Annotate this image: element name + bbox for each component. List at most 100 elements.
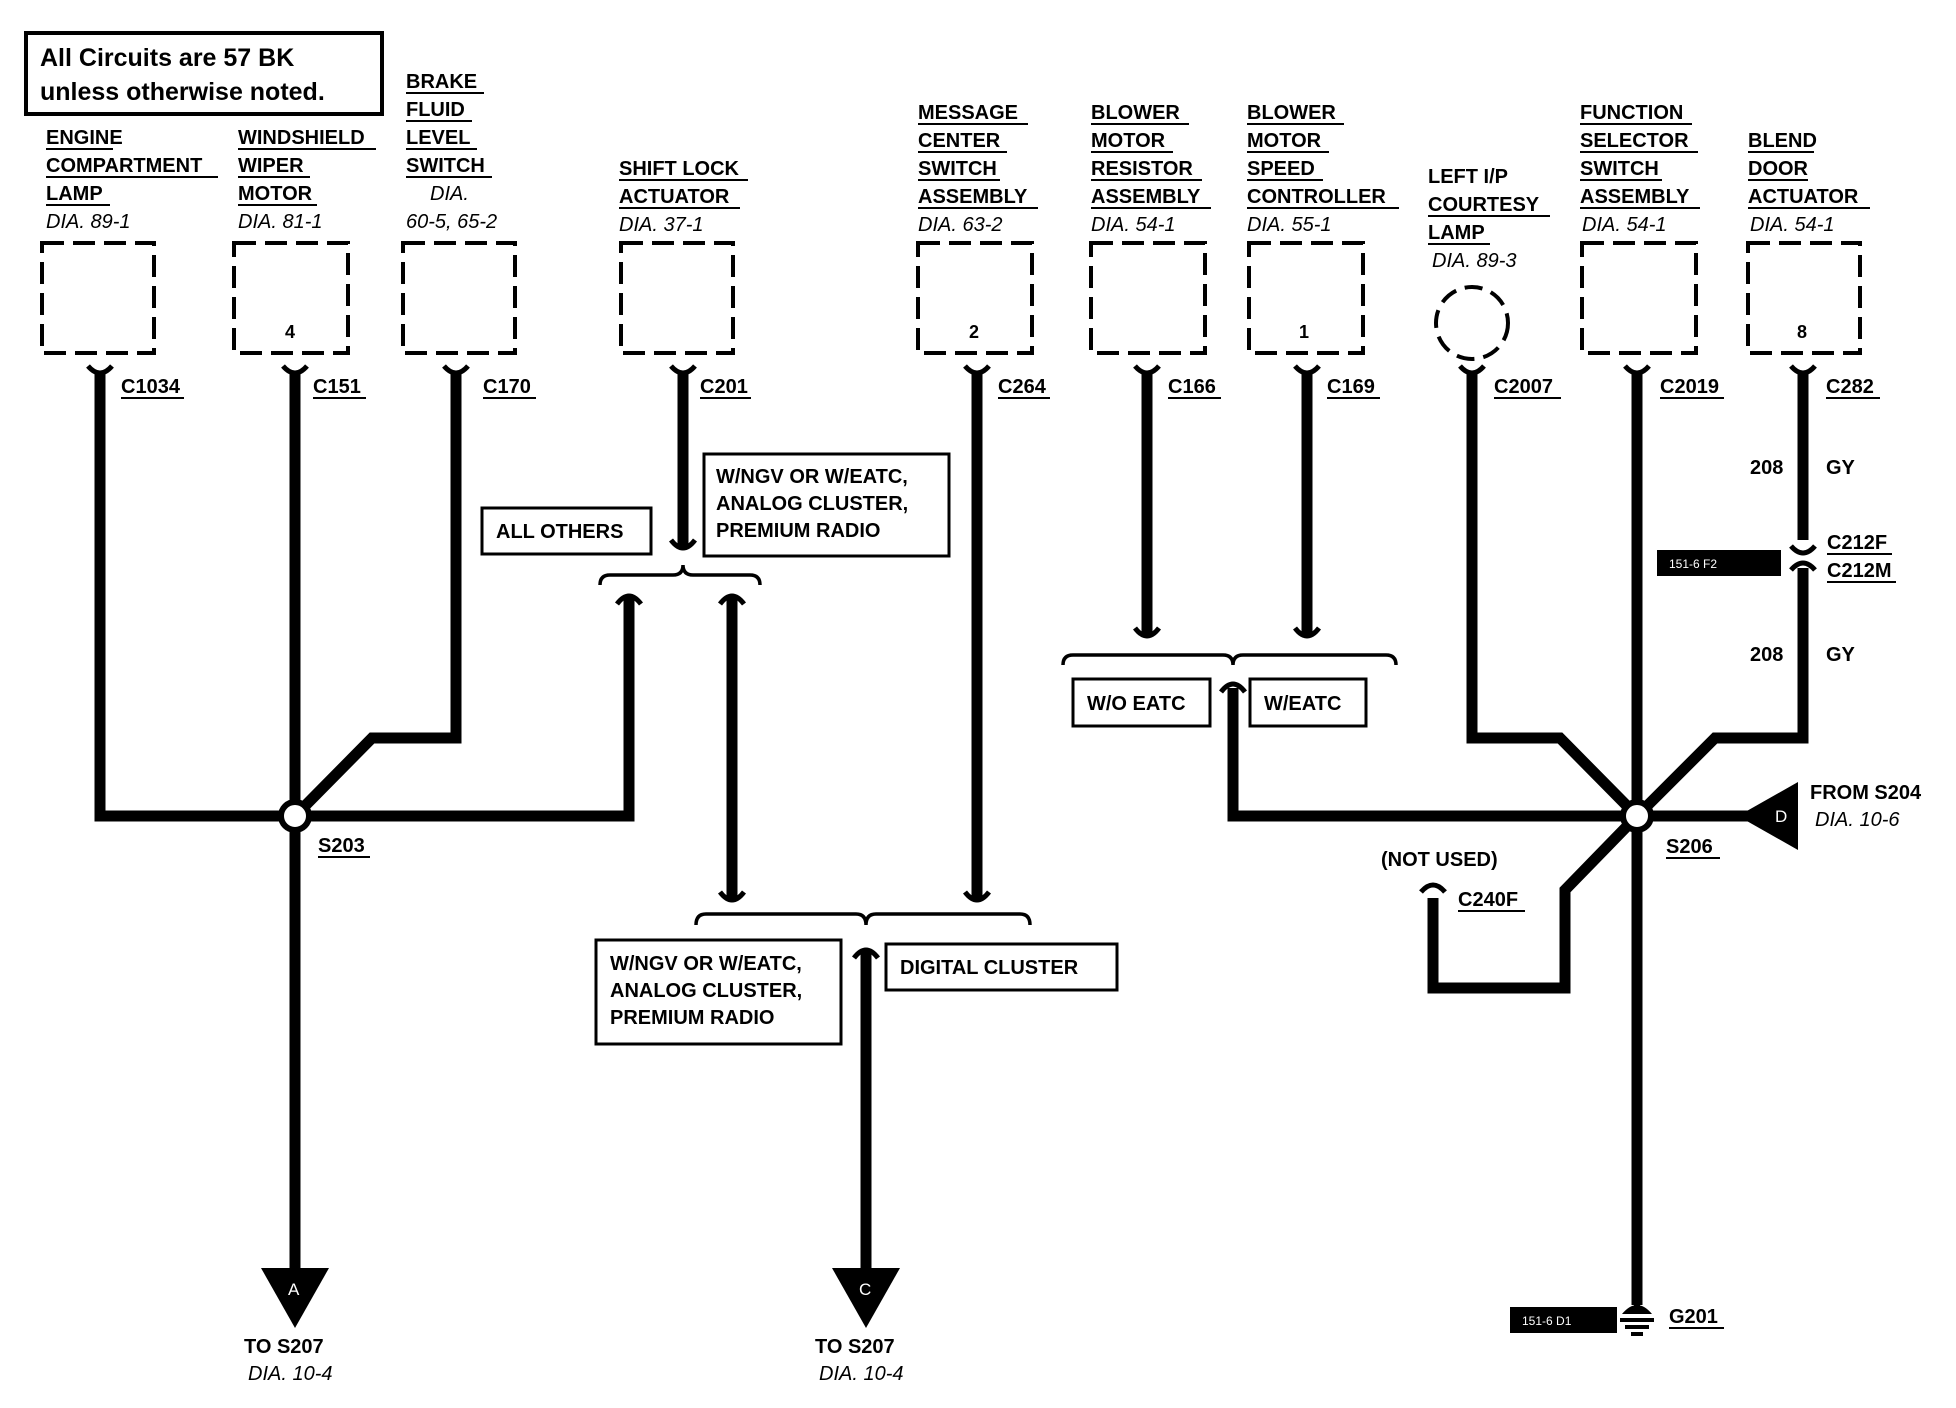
label-line: SWITCH: [406, 155, 485, 177]
not-used-label: (NOT USED): [1381, 849, 1498, 871]
dia-ref: DIA. 10-4: [248, 1363, 332, 1385]
lamp-symbol: [1434, 285, 1510, 361]
arrow-a-to-s207: A TO S207 DIA. 10-4: [244, 1268, 332, 1385]
ground-label: G201: [1669, 1306, 1718, 1328]
arrow-letter: A: [288, 1280, 300, 1299]
component-message-center-switch: MESSAGE CENTER SWITCH ASSEMBLY DIA. 63-2…: [916, 102, 1050, 399]
arrow-destination: TO S207: [815, 1336, 895, 1358]
component-brake-fluid-level-switch: BRAKE FLUID LEVEL SWITCH DIA. 60-5, 65-2…: [401, 71, 536, 399]
label-line: BLOWER: [1091, 102, 1180, 124]
wire-labels: 208 GY 208 GY: [1750, 457, 1856, 666]
label-line: ASSEMBLY: [918, 186, 1028, 208]
component-engine-compartment-lamp: ENGINE COMPARTMENT LAMP DIA. 89-1 C1034: [40, 127, 218, 399]
connector-symbols: [86, 364, 1817, 960]
arrow-c-to-s207: C TO S207 DIA. 10-4: [815, 1268, 903, 1385]
component-blower-motor-speed-controller: BLOWER MOTOR SPEED CONTROLLER DIA. 55-1 …: [1247, 102, 1399, 399]
label-line: CONTROLLER: [1247, 186, 1386, 208]
option-ngv-line: PREMIUM RADIO: [610, 1007, 774, 1029]
ground-g201: G201 151-6 D1: [1510, 1300, 1724, 1336]
dia-ref: DIA. 89-1: [46, 211, 130, 233]
component-function-selector-switch: FUNCTION SELECTOR SWITCH ASSEMBLY DIA. 5…: [1580, 102, 1724, 399]
label-line: LAMP: [1428, 222, 1485, 244]
label-line: COMPARTMENT: [46, 155, 202, 177]
arrow-letter: C: [859, 1280, 871, 1299]
label-line: MOTOR: [1247, 130, 1322, 152]
label-line: ACTUATOR: [1748, 186, 1859, 208]
circuit-note: All Circuits are 57 BK unless otherwise …: [24, 31, 384, 116]
label-line: ASSEMBLY: [1091, 186, 1201, 208]
wire-number: 208: [1750, 644, 1783, 666]
connector-c166: C166: [1168, 376, 1216, 398]
label-line: SPEED: [1247, 158, 1315, 180]
dia-ref: DIA. 10-4: [819, 1363, 903, 1385]
option-ngv-line: PREMIUM RADIO: [716, 520, 880, 542]
component-blend-door-actuator: BLEND DOOR ACTUATOR DIA. 54-1 8 C282: [1746, 130, 1880, 399]
label-line: DOOR: [1748, 158, 1809, 180]
connector-c212m: C212M: [1827, 560, 1891, 582]
label-line: ENGINE: [46, 127, 123, 149]
label-line: ASSEMBLY: [1580, 186, 1690, 208]
connector-c212f: C212F: [1827, 532, 1887, 554]
label-line: LAMP: [46, 183, 103, 205]
connector-c201: C201: [700, 376, 748, 398]
connector-c240f: C240F: [1458, 889, 1518, 911]
connector-c2019: C2019: [1660, 376, 1719, 398]
label-line: MESSAGE: [918, 102, 1018, 124]
label-line: WIPER: [238, 155, 304, 177]
label-line: SWITCH: [1580, 158, 1659, 180]
dia-ref: DIA. 54-1: [1750, 214, 1834, 236]
label-line: RESISTOR: [1091, 158, 1193, 180]
ref-badge: [1510, 1307, 1617, 1333]
component-left-ip-courtesy-lamp: LEFT I/P COURTESY LAMP DIA. 89-3 C2007: [1428, 166, 1561, 399]
label-line: ACTUATOR: [619, 186, 730, 208]
label-line: COURTESY: [1428, 194, 1540, 216]
option-w-eatc: W/EATC: [1264, 693, 1341, 715]
label-line: SHIFT LOCK: [619, 158, 740, 180]
option-ngv-line: W/NGV OR W/EATC,: [610, 953, 802, 975]
connector-c169: C169: [1327, 376, 1375, 398]
pin-number: 2: [969, 322, 979, 342]
option-brackets: [598, 564, 1398, 926]
label-line: SWITCH: [918, 158, 997, 180]
dia-ref: DIA. 54-1: [1582, 214, 1666, 236]
label-line: WINDSHIELD: [238, 127, 365, 149]
label-line: LEFT I/P: [1428, 166, 1508, 188]
dia-ref: DIA. 37-1: [619, 214, 703, 236]
ref-badge: [1657, 550, 1781, 576]
component-box: [40, 241, 156, 355]
arrow-d-from-s204: D FROM S204 DIA. 10-6: [1738, 782, 1922, 850]
connector-c151: C151: [313, 376, 361, 398]
dia-ref: DIA. 54-1: [1091, 214, 1175, 236]
label-line: FLUID: [406, 99, 465, 121]
pin-number: 1: [1299, 322, 1309, 342]
option-ngv-line: ANALOG CLUSTER,: [610, 980, 802, 1002]
pin-number: 8: [1797, 322, 1807, 342]
dia-ref: DIA.: [430, 183, 469, 205]
splice-s203: S203: [278, 799, 370, 858]
dia-ref: DIA. 63-2: [918, 214, 1002, 236]
option-ngv-line: W/NGV OR W/EATC,: [716, 466, 908, 488]
connector-c264: C264: [998, 376, 1047, 398]
connector-c1034: C1034: [121, 376, 181, 398]
component-box: [1247, 241, 1365, 355]
label-line: MOTOR: [238, 183, 313, 205]
wire-number: 208: [1750, 457, 1783, 479]
dia-ref: DIA. 89-3: [1432, 250, 1516, 272]
pin-number: 4: [285, 322, 295, 342]
component-box: [1089, 241, 1207, 355]
inline-connector-c212: C212F C212M 151-6 F2: [1657, 532, 1896, 583]
component-box: [619, 241, 735, 355]
note-line-2: unless otherwise noted.: [40, 78, 325, 106]
wire-color: GY: [1826, 457, 1856, 479]
splice-label: S206: [1666, 836, 1713, 858]
component-shift-lock-actuator: SHIFT LOCK ACTUATOR DIA. 37-1 C201: [619, 158, 751, 399]
connector-c170: C170: [483, 376, 531, 398]
dia-ref: DIA. 55-1: [1247, 214, 1331, 236]
connector-c282: C282: [1826, 376, 1874, 398]
component-windshield-wiper-motor: WINDSHIELD WIPER MOTOR DIA. 81-1 4 C151: [232, 127, 376, 399]
option-wo-eatc: W/O EATC: [1087, 693, 1186, 715]
component-blower-motor-resistor: BLOWER MOTOR RESISTOR ASSEMBLY DIA. 54-1…: [1089, 102, 1221, 399]
dia-ref: DIA. 81-1: [238, 211, 322, 233]
option-labels: ALL OTHERS W/NGV OR W/EATC, ANALOG CLUST…: [480, 452, 1368, 1046]
